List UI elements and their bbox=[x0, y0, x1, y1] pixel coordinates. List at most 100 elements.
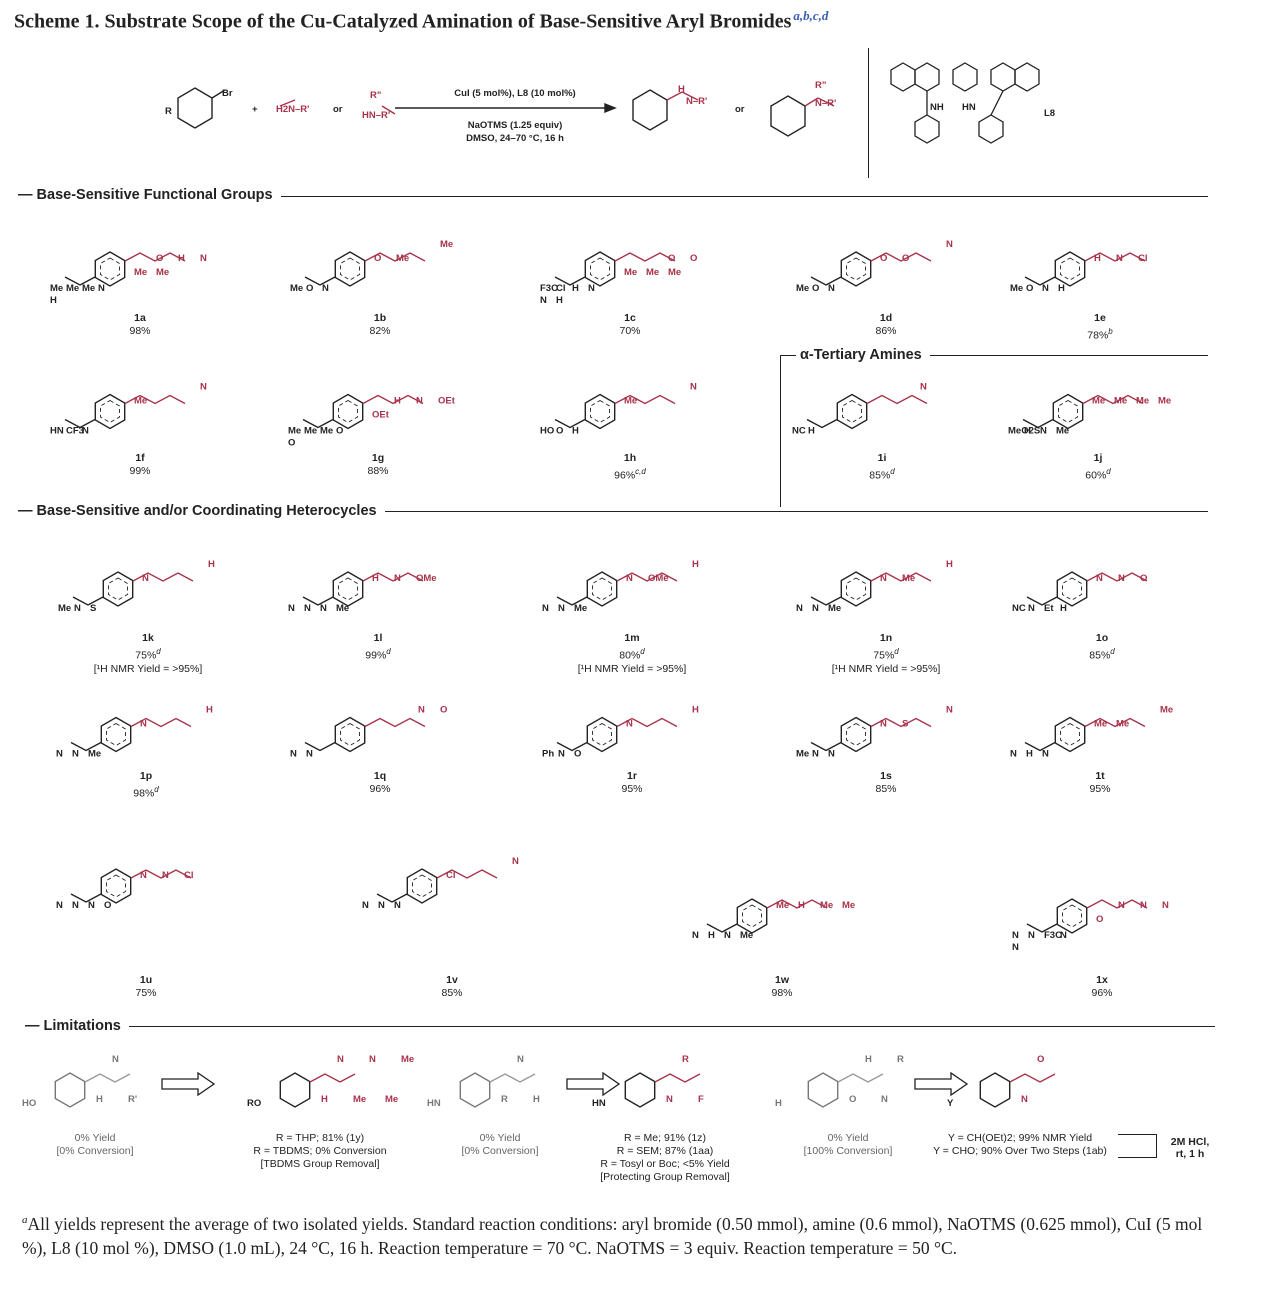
atom-label: HO bbox=[22, 1098, 36, 1109]
atom-label: N bbox=[920, 382, 927, 393]
atom-label: HN bbox=[592, 1098, 606, 1109]
compound-id: 1n bbox=[879, 632, 893, 644]
atom-label: H bbox=[798, 900, 805, 911]
atom-label: O bbox=[690, 253, 697, 264]
atom-label: F3C bbox=[540, 283, 558, 294]
atom-label: O bbox=[668, 253, 675, 264]
compound-yield: 99% bbox=[365, 649, 387, 662]
compound-yield: 98% bbox=[771, 987, 793, 999]
atom-label: N bbox=[56, 749, 63, 760]
section-rule-4 bbox=[25, 1026, 1215, 1027]
amine-fragment bbox=[1084, 717, 1146, 728]
amine-fragment bbox=[870, 572, 932, 582]
atom-label: Me bbox=[288, 426, 301, 437]
aryl-ring bbox=[807, 1072, 839, 1108]
scheme-title: Scheme 1. Substrate Scope of the Cu-Cata… bbox=[14, 8, 828, 34]
aryl-ring bbox=[1056, 898, 1088, 934]
compound-id: 1e bbox=[1094, 312, 1106, 324]
atom-label: N bbox=[812, 603, 819, 614]
atom-label: RO bbox=[247, 1098, 261, 1109]
atom-label: Me bbox=[1160, 705, 1173, 716]
nmr-yield: [¹H NMR Yield = >95%] bbox=[577, 662, 687, 675]
atom-label: R bbox=[682, 1054, 689, 1065]
atom-label: N bbox=[112, 1054, 119, 1065]
atom-label: Me bbox=[134, 267, 147, 278]
aromatic-bonds bbox=[846, 577, 866, 601]
yield-footnote: d bbox=[386, 647, 391, 656]
atom-label: N bbox=[416, 396, 423, 407]
atom-label: Me bbox=[776, 900, 789, 911]
atom-label: N bbox=[1118, 900, 1125, 911]
atom-label: N bbox=[320, 603, 327, 614]
yield-footnote: d bbox=[1110, 647, 1115, 656]
caption-line: R = Tosyl or Boc; <5% Yield bbox=[600, 1158, 730, 1170]
aryl-substituent bbox=[302, 418, 334, 429]
footnote-mark-a: a bbox=[22, 1214, 28, 1226]
section-rule-3 bbox=[18, 511, 1208, 512]
amine-fragment bbox=[616, 572, 678, 582]
compound-yield: 85% bbox=[875, 783, 897, 795]
atom-label: N bbox=[946, 705, 953, 716]
compound-yield: 75% bbox=[135, 649, 157, 662]
atom-label: N bbox=[394, 573, 401, 584]
compound-yield: 75% bbox=[873, 649, 895, 662]
atom-label: N bbox=[200, 382, 207, 393]
or-label-2: or bbox=[735, 104, 745, 115]
aromatic-bonds bbox=[846, 722, 866, 747]
atom-label: Me bbox=[1136, 396, 1149, 407]
aryl-ring bbox=[54, 1072, 86, 1108]
reaction-scheme bbox=[177, 87, 835, 137]
atom-label: H bbox=[1024, 426, 1031, 437]
atom-label: F bbox=[698, 1094, 704, 1105]
atom-label: H bbox=[178, 253, 185, 264]
plus-sign: + bbox=[252, 104, 258, 115]
aromatic-bonds bbox=[106, 874, 126, 898]
atom-label: N bbox=[74, 603, 81, 614]
atom-label: Me bbox=[1092, 396, 1105, 407]
atom-label: H bbox=[1094, 253, 1101, 264]
atom-label: H bbox=[808, 426, 815, 437]
aryl-substituent bbox=[64, 276, 96, 286]
atom-label: Me bbox=[304, 426, 317, 437]
compound-yield: 98% bbox=[133, 787, 155, 800]
compound-id: 1p bbox=[139, 770, 153, 782]
aryl-substituent bbox=[810, 741, 842, 752]
compound-yield: 99% bbox=[129, 465, 151, 477]
atom-label: Me bbox=[1158, 396, 1171, 407]
ligand-name: L8 bbox=[1044, 108, 1056, 119]
atom-label: H bbox=[572, 283, 579, 294]
compound-id: 1o bbox=[1095, 632, 1109, 644]
atom-label: N bbox=[306, 749, 313, 760]
atom-label: H bbox=[1060, 603, 1067, 614]
compound-yield: 75% bbox=[135, 987, 157, 999]
atom-label: Et bbox=[1044, 603, 1054, 614]
aryl-ring bbox=[334, 251, 366, 287]
atom-label: Me bbox=[401, 1054, 414, 1065]
amine-fragment bbox=[130, 717, 192, 728]
atom-label: N bbox=[558, 749, 565, 760]
atom-label: O bbox=[1140, 573, 1147, 584]
atom-label: Me bbox=[796, 749, 809, 760]
aromatic-bonds bbox=[1062, 577, 1082, 601]
atom-label: NC bbox=[792, 426, 806, 437]
limitation-caption-4: R = Me; 91% (1z)R = SEM; 87% (1aa)R = To… bbox=[555, 1132, 775, 1184]
compound-id: 1m bbox=[624, 632, 640, 644]
section-heterocycles: — Base-Sensitive and/or Coordinating Het… bbox=[18, 503, 385, 519]
atom-label: N bbox=[542, 603, 549, 614]
alpha-tertiary-divider bbox=[780, 355, 781, 507]
atom-label: O bbox=[849, 1094, 856, 1105]
caption-line: Y = CHO; 90% Over Two Steps (1ab) bbox=[933, 1145, 1107, 1157]
